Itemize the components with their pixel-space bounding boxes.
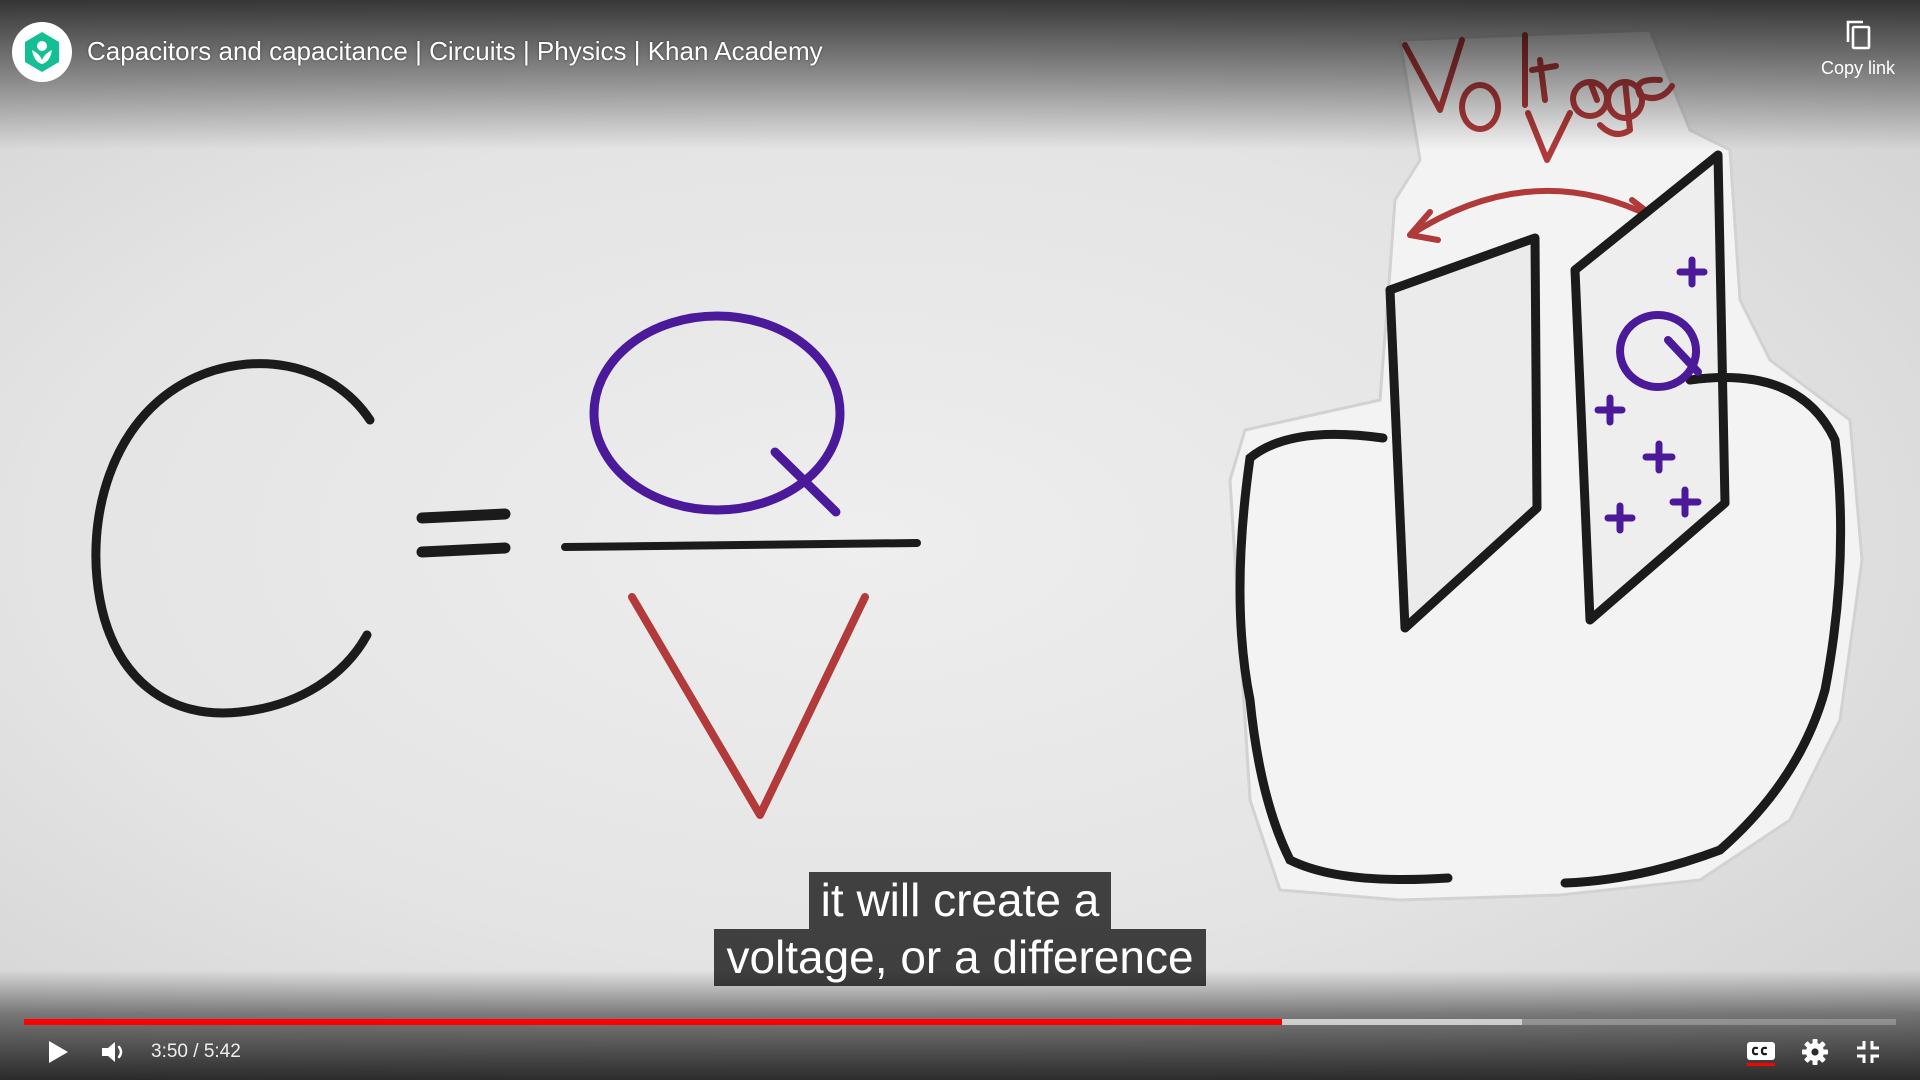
copy-icon — [1846, 20, 1871, 50]
settings-gear-icon — [1802, 1039, 1828, 1065]
formula-fraction-bar — [561, 539, 921, 551]
top-shade — [0, 0, 1920, 150]
volume-icon — [102, 1042, 123, 1062]
progress-bar[interactable] — [24, 1019, 1896, 1025]
copy-link-button[interactable]: Copy link — [1800, 18, 1916, 92]
diagram-left-plate — [1385, 233, 1542, 633]
captions-button[interactable] — [1737, 1030, 1785, 1074]
bottom-shade — [0, 970, 1920, 1080]
formula-equals-bottom — [416, 542, 511, 558]
diagram-wire-right — [1560, 373, 1846, 888]
copy-link-label: Copy link — [1820, 58, 1896, 78]
captions-window: it will create a voltage, or a differenc… — [0, 872, 1920, 986]
diagram-voltage-arrowhead-left — [1407, 209, 1441, 243]
diagram-wire-left — [1235, 429, 1453, 885]
caption-line-1: it will create a — [808, 872, 1112, 929]
formula-letter-q — [589, 311, 845, 515]
formula-equals-top — [416, 508, 511, 524]
diagram-plus-signs — [1594, 256, 1708, 534]
time-display: 3:50 / 5:42 — [151, 1041, 241, 1063]
progress-played — [24, 1019, 1282, 1025]
time-separator: / — [187, 1041, 204, 1062]
formula-letter-c — [91, 359, 375, 718]
formula-letter-q-tail — [770, 447, 841, 517]
settings-button[interactable] — [1791, 1030, 1839, 1074]
diagram-charge-q — [1616, 311, 1702, 391]
channel-avatar[interactable] — [12, 22, 72, 82]
duration: 5:42 — [203, 1041, 241, 1062]
exit-fullscreen-button[interactable] — [1844, 1030, 1892, 1074]
diagram-voltage-arrow — [1407, 187, 1661, 238]
play-icon — [49, 1041, 68, 1063]
mute-button[interactable] — [90, 1030, 138, 1074]
player-controls: 3:50 / 5:42 — [0, 1030, 1920, 1074]
exit-fullscreen-icon — [1857, 1041, 1879, 1063]
khan-academy-logo-icon — [25, 32, 59, 72]
play-button[interactable] — [34, 1030, 82, 1074]
formula-letter-v — [628, 593, 869, 819]
current-time: 3:50 — [151, 1041, 188, 1062]
video-title[interactable]: Capacitors and capacitance | Circuits | … — [87, 36, 823, 66]
caption-line-2: voltage, or a difference — [714, 929, 1206, 986]
closed-captions-icon — [1747, 1042, 1775, 1066]
